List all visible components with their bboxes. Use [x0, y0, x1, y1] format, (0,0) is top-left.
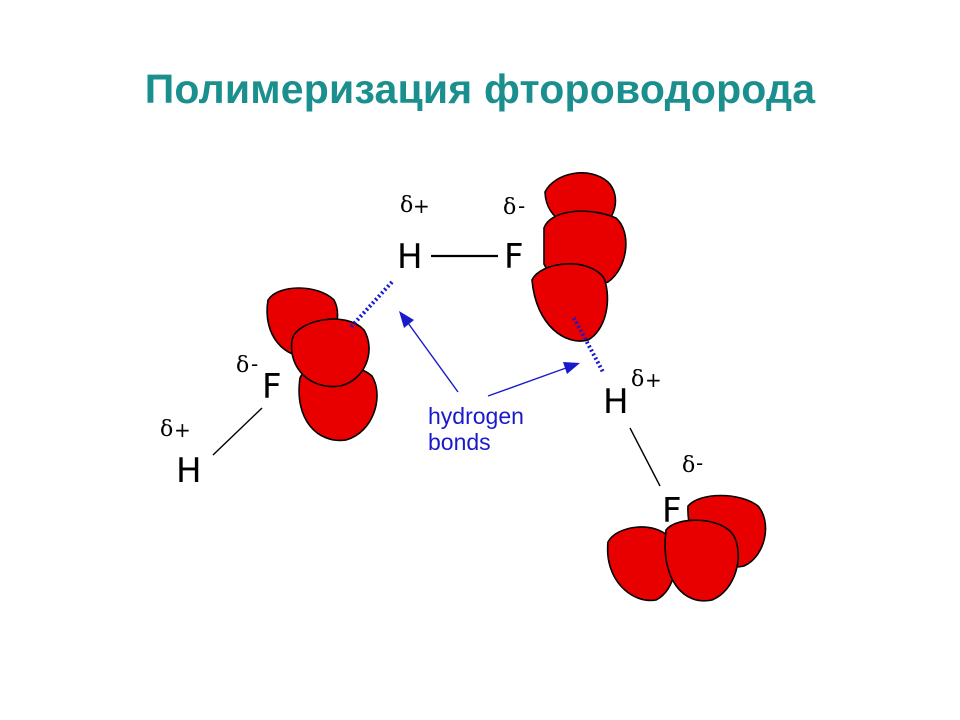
covalent-bond [212, 407, 263, 456]
charge-sign: - [518, 194, 525, 218]
hydrogen-bond-right [572, 317, 605, 373]
hydrogen-atom: H [603, 382, 629, 422]
delta-label: δ [236, 353, 249, 378]
charge-sign: + [413, 194, 430, 218]
arrowhead-icon [399, 311, 414, 328]
hydrogen-atom: H [397, 237, 423, 277]
delta-label: δ [631, 367, 644, 392]
annotation-label-line1: hydrogen [428, 403, 524, 429]
charge-sign: - [251, 352, 258, 376]
lone-pair-lobe [290, 318, 370, 388]
fluorine-atom: F [662, 491, 682, 531]
annotation-arrow-left [407, 322, 459, 393]
delta-label: δ [400, 193, 413, 218]
delta-label: δ [160, 417, 173, 442]
arrowhead-icon [563, 362, 580, 374]
top-fluorine-lone-pairs [531, 172, 627, 342]
annotation-label-line2: bonds [428, 429, 491, 455]
fluorine-atom: F [262, 367, 282, 407]
covalent-bond [629, 427, 661, 487]
annotation-arrow-right [487, 367, 567, 397]
slide-title: Полимеризация фтороводорода [144, 66, 816, 112]
delta-label: δ [503, 195, 516, 220]
charge-sign: - [696, 451, 703, 475]
left-fluorine-lone-pairs [266, 287, 378, 442]
fluorine-atom: F [504, 237, 524, 277]
charge-sign: + [645, 368, 662, 392]
charge-sign: + [174, 418, 191, 442]
delta-label: δ [682, 453, 695, 478]
lone-pair-lobe [664, 519, 739, 602]
hydrogen-atom: H [176, 451, 202, 491]
lone-pair-lobe [531, 263, 609, 342]
hydrogen-bond-left [348, 280, 394, 330]
